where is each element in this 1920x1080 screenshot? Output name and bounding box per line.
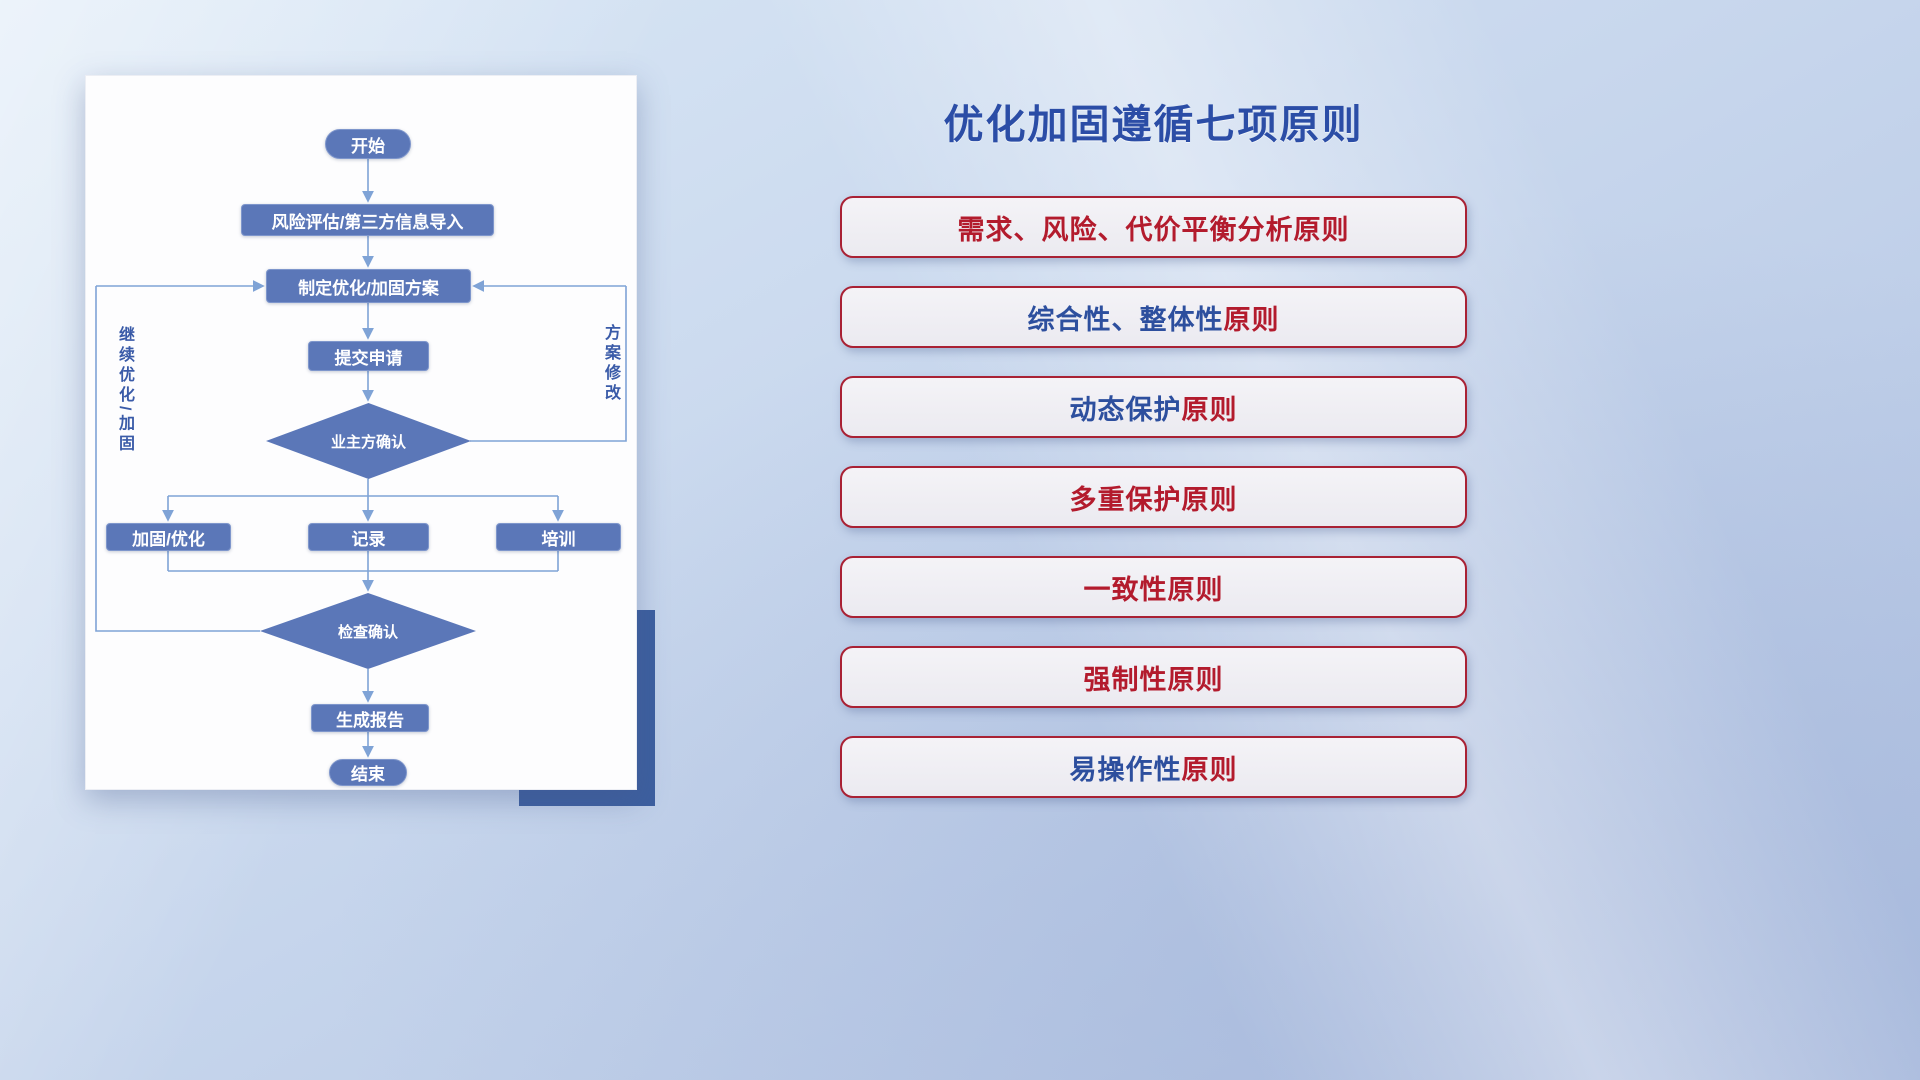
principle-box-3: 动态保护原则 (840, 376, 1467, 438)
principle-box-6: 强制性原则 (840, 646, 1467, 708)
principle-2-text-blue: 综合性、整体性 (1027, 304, 1224, 335)
flow-node-training: 培训 (496, 523, 621, 551)
flow-node-make-plan: 制定优化/加固方案 (266, 269, 471, 303)
principle-6-text-red: 强制性原则 (1083, 664, 1224, 695)
principle-7-text-blue: 易操作性 (1069, 754, 1182, 785)
principle-box-5: 一致性原则 (840, 556, 1467, 618)
principle-7-text-red: 原则 (1181, 754, 1238, 785)
principle-box-1: 需求、风险、代价平衡分析原则 (840, 196, 1467, 258)
page-title: 优化加固遵循七项原则 (943, 103, 1364, 147)
principle-5-text-red: 一致性原则 (1083, 574, 1224, 605)
flow-node-start: 开始 (325, 129, 411, 159)
principle-1-text-red: 需求、风险、代价平衡分析原则 (957, 214, 1350, 245)
principle-box-2: 综合性、整体性原则 (840, 286, 1467, 348)
flow-node-harden: 加固/优化 (106, 523, 231, 551)
flowchart-connectors (95, 159, 627, 758)
flow-node-record: 记录 (308, 523, 429, 551)
principle-3-text-blue: 动态保护 (1069, 394, 1182, 425)
principle-3-text-red: 原则 (1181, 394, 1238, 425)
flow-node-risk-import: 风险评估/第三方信息导入 (241, 204, 494, 236)
principle-box-4: 多重保护原则 (840, 466, 1467, 528)
flow-node-report: 生成报告 (311, 704, 429, 732)
flowchart-card: 开始 风险评估/第三方信息导入 制定优化/加固方案 提交申请 业主方确认 加固/… (85, 75, 637, 790)
flow-label-right-loop: 方案修改 (602, 324, 619, 404)
flow-label-left-loop: 继续优化/加固 (116, 326, 133, 455)
principle-box-7: 易操作性原则 (840, 736, 1467, 798)
principle-2-text-red: 原则 (1223, 304, 1280, 335)
principles-list: 需求、风险、代价平衡分析原则 综合性、整体性原则 动态保护原则 多重保护原则 一… (840, 196, 1467, 826)
principle-4-text-red: 多重保护原则 (1069, 484, 1238, 515)
flow-node-submit: 提交申请 (308, 341, 429, 371)
flow-node-end: 结束 (329, 759, 407, 786)
